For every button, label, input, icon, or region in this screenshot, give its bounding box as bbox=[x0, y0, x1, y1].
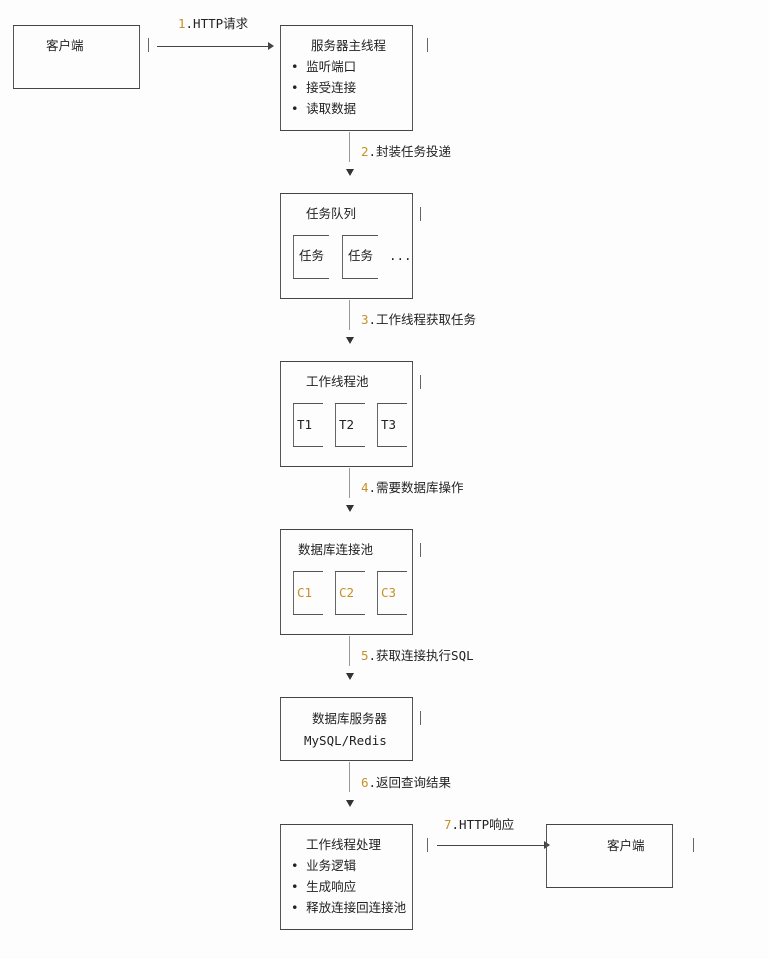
edge-1-label: 1.HTTP请求 bbox=[178, 17, 248, 31]
edge-3-label: 3.工作线程获取任务 bbox=[361, 312, 477, 327]
db-server-right-bar bbox=[420, 711, 421, 725]
task-item-label: 任务 bbox=[348, 248, 374, 263]
edge-4-line bbox=[349, 468, 350, 498]
worker-process-box bbox=[280, 824, 413, 930]
task-item-box bbox=[293, 235, 329, 279]
main-thread-title: 服务器主线程 bbox=[311, 38, 387, 53]
edge-1-number: 1 bbox=[178, 16, 186, 31]
client-box-bottom-right-bar bbox=[693, 838, 694, 852]
main-thread-box bbox=[280, 25, 413, 131]
edge-5-arrowhead bbox=[346, 673, 354, 680]
edge-2-label: 2.封装任务投递 bbox=[361, 144, 452, 159]
worker-pool-title: 工作线程池 bbox=[306, 374, 369, 389]
connection-item-label: C1 bbox=[297, 585, 313, 600]
task-item-box bbox=[342, 235, 378, 279]
client-label-bottom: 客户端 bbox=[607, 838, 645, 853]
db-pool-title: 数据库连接池 bbox=[298, 542, 374, 557]
worker-process-item: • 生成响应 bbox=[291, 879, 357, 894]
db-pool-right-bar bbox=[420, 543, 421, 557]
worker-pool-right-bar bbox=[420, 375, 421, 389]
db-server-subtitle: MySQL/Redis bbox=[304, 733, 387, 748]
edge-7-line bbox=[437, 845, 545, 846]
task-item-label: 任务 bbox=[299, 248, 325, 263]
edge-1-text: .HTTP请求 bbox=[185, 16, 249, 31]
client-box-top bbox=[13, 25, 140, 89]
client-box-right-bar bbox=[148, 38, 149, 52]
edge-1-arrowhead bbox=[268, 42, 274, 50]
connection-item-box bbox=[335, 571, 365, 615]
worker-process-item: • 业务逻辑 bbox=[291, 858, 357, 873]
client-box-bottom bbox=[546, 824, 673, 888]
main-thread-item: • 接受连接 bbox=[291, 80, 357, 95]
thread-item-box bbox=[377, 403, 407, 447]
edge-4-arrowhead bbox=[346, 505, 354, 512]
edge-7-label: 7.HTTP响应 bbox=[444, 817, 515, 832]
main-thread-item: • 读取数据 bbox=[291, 101, 357, 116]
task-queue-right-bar bbox=[420, 207, 421, 221]
main-thread-item: • 监听端口 bbox=[291, 59, 357, 74]
edge-7-arrowhead bbox=[544, 841, 550, 849]
thread-item-box bbox=[335, 403, 365, 447]
task-queue-box bbox=[280, 193, 413, 299]
thread-item-box bbox=[293, 403, 323, 447]
connection-item-label: C2 bbox=[339, 585, 355, 600]
worker-process-right-bar bbox=[427, 838, 428, 852]
edge-5-label: 5.获取连接执行SQL bbox=[361, 648, 474, 663]
task-more-ellipsis: ... bbox=[389, 248, 412, 263]
connection-item-box bbox=[377, 571, 407, 615]
worker-pool-box bbox=[280, 361, 413, 467]
edge-3-line bbox=[349, 300, 350, 330]
db-server-title: 数据库服务器 bbox=[312, 711, 388, 726]
db-pool-box bbox=[280, 529, 413, 635]
edge-4-label: 4.需要数据库操作 bbox=[361, 480, 464, 495]
thread-item-label: T2 bbox=[339, 417, 355, 432]
worker-process-title: 工作线程处理 bbox=[306, 837, 382, 852]
edge-3-arrowhead bbox=[346, 337, 354, 344]
edge-6-label: 6.返回查询结果 bbox=[361, 775, 452, 790]
edge-1-line bbox=[157, 46, 269, 47]
worker-process-item: • 释放连接回连接池 bbox=[291, 900, 407, 915]
thread-item-label: T3 bbox=[381, 417, 397, 432]
connection-item-box bbox=[293, 571, 323, 615]
thread-item-label: T1 bbox=[297, 417, 313, 432]
db-server-box bbox=[280, 697, 413, 761]
task-queue-title: 任务队列 bbox=[306, 206, 357, 221]
edge-2-line bbox=[349, 132, 350, 162]
edge-6-arrowhead bbox=[346, 800, 354, 807]
main-thread-right-bar bbox=[427, 38, 428, 52]
client-label-top: 客户端 bbox=[46, 38, 84, 53]
edge-6-line bbox=[349, 762, 350, 792]
connection-item-label: C3 bbox=[381, 585, 397, 600]
edge-5-line bbox=[349, 636, 350, 666]
edge-2-arrowhead bbox=[346, 169, 354, 176]
